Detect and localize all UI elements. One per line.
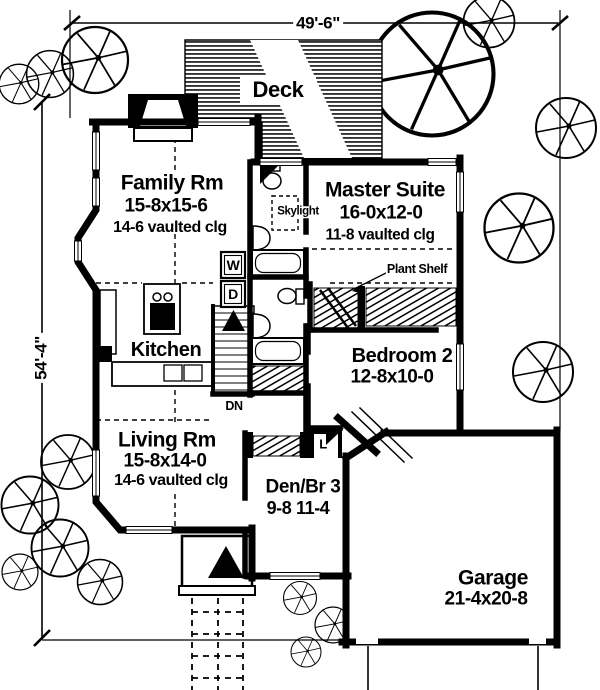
plant-shelf-label: Plant Shelf [385,261,449,276]
living-room-label: Living Rm [118,428,216,452]
family-room-size: 15-8x15-6 [124,195,208,217]
den-label: Den/Br 3 [265,476,341,498]
bedroom2-label: Bedroom 2 [351,345,453,367]
master-suite-ceiling: 11-8 vaulted clg [325,226,435,244]
vault-lines [96,138,456,526]
master-suite-size: 16-0x12-0 [339,202,423,224]
window-icon [74,118,464,580]
garage-label: Garage [458,566,528,590]
windows [74,118,546,644]
stairs-down-label: DN [225,398,243,413]
fireplace-icon [128,94,198,142]
house-footprint [78,122,557,642]
dim-width-label: 49'-6" [293,14,343,32]
family-room-label: Family Rm [120,171,224,195]
skylight-label: Skylight [276,205,320,218]
linen-label: L [319,436,327,452]
garage-door-jamb [356,638,378,644]
garage-door-jamb [529,638,546,644]
den-size: 9-8 11-4 [266,498,330,518]
deck-area [184,39,383,159]
bedroom2-size: 12-8x10-0 [350,366,434,388]
bedroom2-closets [313,267,457,332]
living-room-ceiling: 14-6 vaulted clg [114,472,228,489]
range-icon [152,292,162,302]
master-bath-fixtures [251,163,305,277]
washer-label: W [226,257,240,273]
dim-depth-label: 54'-4" [32,333,51,383]
front-porch [178,534,256,690]
hall-bath-fixtures [251,287,307,393]
deck-label: Deck [252,77,304,102]
dryer-label: D [228,286,238,302]
family-room-ceiling: 14-6 vaulted clg [113,219,227,236]
toilet-icon [277,287,297,305]
kitchen-counter-left [99,289,117,355]
kitchen-label: Kitchen [130,339,202,361]
garage-size: 21-4x20-8 [444,588,528,610]
laundry [219,250,247,309]
master-suite-label: Master Suite [324,178,446,202]
hall-closet-hatch [251,365,307,393]
kitchen-sink [163,364,183,382]
living-room-size: 15-8x14-0 [123,450,207,472]
